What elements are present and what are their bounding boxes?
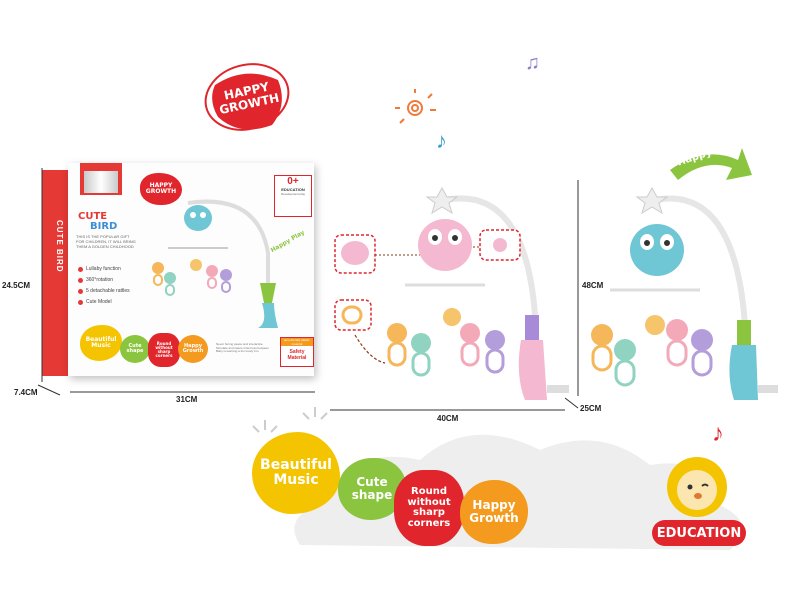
blob-line: Cute — [356, 475, 388, 490]
age-sub-label: EDUCATION — [281, 187, 305, 192]
blob-beautiful-music: Beautiful Music — [252, 432, 340, 514]
feature-item: 5 detachable rattles — [78, 288, 158, 294]
box-happy-growth-badge: HAPPY GROWTH — [140, 173, 182, 205]
blob-round-corners: Round without sharp corners — [394, 470, 464, 546]
box-small-print: Never boring peace and interactive. Simu… — [216, 342, 269, 354]
blob-line: shape — [126, 348, 144, 354]
blob-line: Beautiful — [260, 457, 332, 474]
blob-line: shape — [351, 488, 393, 502]
feature-item: Lullaby function — [78, 266, 158, 272]
mobile-height-label: 48CM — [582, 281, 604, 290]
box-side-text: CUTE BIRD — [55, 220, 64, 273]
box-badge-line: GROWTH — [145, 188, 177, 195]
blob-line: sharp — [157, 349, 171, 354]
curved-arrow-icon — [670, 148, 752, 180]
mobile-depth-label: 25CM — [580, 404, 602, 413]
blob-line: Happy — [472, 498, 516, 513]
feature-label: Cute Model — [86, 299, 112, 305]
blob-line: Music — [273, 472, 319, 488]
box-width-label: 31CM — [176, 395, 198, 404]
blob-line: Growth — [182, 348, 204, 354]
feature-label: 360°rotation — [86, 277, 114, 283]
sun-swirl-icon — [395, 89, 436, 124]
box-brand-title-2: BIRD — [90, 221, 118, 232]
safety-label: Safety Material — [287, 349, 307, 361]
product-box: CUTE BIRD THIS IS THE POPULAR GIFT FOR C… — [68, 163, 314, 376]
education-label: EDUCATION — [656, 525, 742, 541]
blob-line: Round — [156, 340, 172, 346]
blob-line: without — [155, 344, 173, 350]
happy-play-arrow: Happy Play — [660, 139, 755, 210]
feature-label: Lullaby function — [86, 266, 121, 272]
box-height-label: 24.5CM — [2, 281, 31, 290]
music-note-icon: ♫ — [525, 52, 540, 74]
blob-cute-shape: Cute shape — [338, 458, 406, 520]
feature-item: Cute Model — [78, 299, 158, 305]
blob-line: corners — [155, 353, 173, 359]
blob-line: Growth — [469, 511, 519, 525]
box-window — [84, 171, 118, 193]
sparkle-icon — [302, 407, 328, 420]
bullet-icon — [78, 288, 83, 294]
age-label: 0+ — [287, 176, 299, 187]
box-tagline: THIS IS THE POPULAR GIFT FOR CHILDREN, I… — [76, 234, 136, 249]
bullet-icon — [78, 299, 83, 305]
blob-line: corners — [407, 517, 451, 529]
mobile-width-label: 40CM — [437, 414, 459, 423]
feature-item: 360°rotation — [78, 277, 158, 283]
sparkle-icon — [252, 420, 278, 433]
happy-growth-badge: HAPPY GROWTH — [200, 55, 295, 140]
blob-line: sharp — [413, 507, 445, 518]
box-age-badge: 0+ EDUCATION Development play — [274, 175, 312, 217]
education-badge: EDUCATION — [652, 520, 746, 546]
box-badge-line: HAPPY — [149, 181, 173, 189]
bullet-icon — [78, 266, 83, 272]
orbit-ring-icon — [204, 63, 290, 131]
age-small-label: Development play — [280, 192, 305, 196]
blob-happy-growth: Happy Growth — [460, 480, 528, 544]
bullet-icon — [78, 277, 83, 283]
feature-label: 5 detachable rattles — [86, 288, 130, 294]
music-note-icon: ♪ — [712, 420, 724, 447]
lion-mascot-icon — [667, 457, 727, 517]
blob-line: Music — [91, 342, 111, 349]
blob-line: Round — [411, 486, 447, 497]
pink-bird-mobile — [334, 186, 569, 400]
music-note-icon: ♪ — [436, 128, 447, 153]
blue-bird-mobile — [591, 186, 778, 400]
blob-line: Beautiful — [85, 335, 117, 343]
box-depth-label: 7.4CM — [14, 388, 38, 397]
box-mobile-illustration — [152, 199, 278, 328]
blob-line: Happy — [184, 342, 202, 349]
blob-line: Cute — [128, 342, 142, 349]
safety-top-label: Eco-friendly plastic material — [281, 338, 313, 346]
box-features: Lullaby function 360°rotation 5 detachab… — [78, 261, 158, 310]
box-safety-badge: Eco-friendly plastic material Safety Mat… — [280, 337, 314, 367]
box-brand-title-1: CUTE — [78, 211, 108, 222]
box-side-panel — [42, 170, 70, 376]
blob-line: without — [407, 496, 451, 508]
